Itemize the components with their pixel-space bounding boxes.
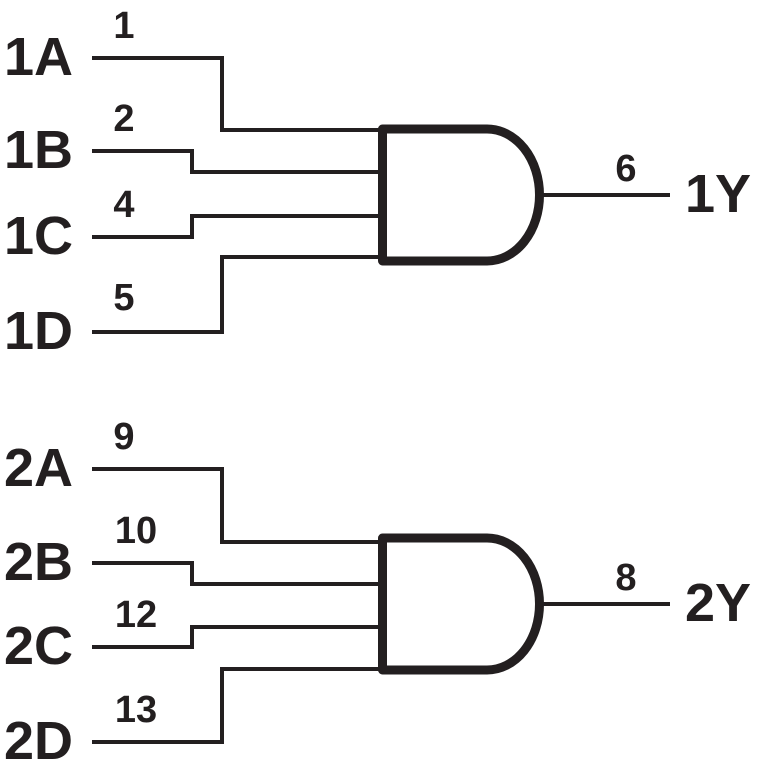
wire-input-1b [92, 149, 380, 174]
output-label-2y: 2Y [685, 573, 751, 633]
pin-number-2: 2 [113, 98, 134, 140]
pin-number-1: 1 [113, 5, 134, 47]
and-gate-2: 2A 2B 2C 2D 9 10 12 13 8 2Y [4, 416, 751, 765]
input-label-2a: 2A [4, 438, 73, 498]
wire-input-2a [92, 467, 380, 544]
wire-input-1d [92, 255, 380, 334]
pin-number-9: 9 [113, 416, 134, 458]
and-gate-1: 1A 1B 1C 1D 1 2 4 5 6 1Y [4, 5, 751, 361]
wire-input-2d [92, 667, 380, 744]
input-label-2d: 2D [4, 711, 73, 765]
input-label-2b: 2B [4, 532, 73, 592]
pin-number-4: 4 [113, 184, 134, 226]
input-label-1a: 1A [4, 27, 73, 87]
pin-number-8: 8 [615, 557, 636, 599]
pin-number-13: 13 [115, 689, 157, 731]
input-label-1b: 1B [4, 120, 73, 180]
wire-input-1a [92, 56, 380, 132]
wire-input-1c [92, 214, 380, 239]
and-gate-2-body [378, 533, 544, 675]
pin-number-5: 5 [113, 277, 134, 319]
input-label-2c: 2C [4, 616, 73, 676]
input-label-1c: 1C [4, 206, 73, 266]
wire-input-2b [92, 561, 380, 586]
pin-number-12: 12 [115, 594, 157, 636]
pin-number-6: 6 [615, 148, 636, 190]
wire-input-2c [92, 625, 380, 649]
input-label-1d: 1D [4, 301, 73, 361]
and-gate-1-body [378, 124, 544, 266]
output-label-1y: 1Y [685, 164, 751, 224]
pin-number-10: 10 [115, 510, 157, 552]
